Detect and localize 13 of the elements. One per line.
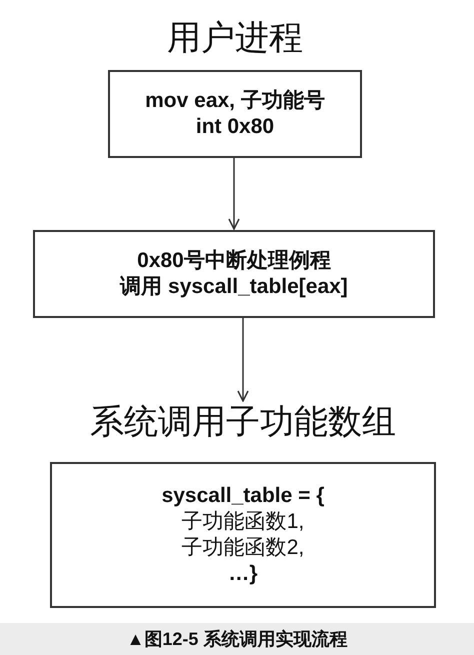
code-line: …}: [228, 561, 258, 587]
heading: 系统调用子功能数组: [89, 402, 397, 442]
code-line: 0x80号中断处理例程: [137, 248, 331, 274]
code-line: 调用 syscall_table[eax]: [120, 274, 348, 300]
code-line: mov eax, 子功能号: [145, 88, 325, 114]
arrow: [237, 318, 249, 402]
arrow: [228, 158, 240, 230]
code-line: syscall_table = {: [162, 483, 324, 509]
code-line: 子功能函数2,: [182, 535, 304, 561]
heading: 用户进程: [166, 18, 304, 58]
code-line: int 0x80: [196, 114, 274, 140]
code-line: 子功能函数1,: [182, 509, 304, 535]
caption: ▲图12-5 系统调用实现流程: [0, 623, 474, 655]
